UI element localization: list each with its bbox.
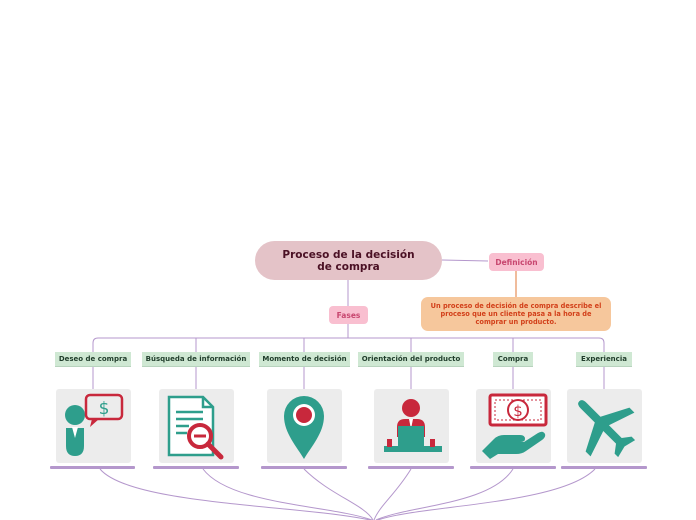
central-topic[interactable]: Proceso de la decisión de compra — [255, 241, 442, 280]
document-magnifier-icon — [167, 395, 224, 460]
definition-text: Un proceso de decisión de compra describ… — [430, 301, 602, 327]
card-shelf — [261, 466, 347, 469]
definition-node[interactable]: Definición — [489, 253, 544, 271]
central-topic-line1: Proceso de la decisión — [282, 248, 415, 261]
definition-label: Definición — [495, 257, 538, 267]
person-money-bubble-icon: $ — [65, 393, 124, 456]
person-at-laptop-icon — [384, 399, 442, 452]
phase-momento-de-decision[interactable]: Momento de decisión — [259, 352, 350, 367]
orientacion-del-producto-card[interactable] — [374, 389, 449, 463]
phase-compra[interactable]: Compra — [493, 352, 533, 367]
phase-label: Momento de decisión — [262, 355, 347, 363]
definition-text-box[interactable]: Un proceso de decisión de compra describ… — [421, 297, 611, 331]
airplane-icon — [578, 400, 636, 458]
card-shelf — [368, 466, 454, 469]
fases-node[interactable]: Fases — [329, 306, 368, 324]
phase-orientacion-del-producto[interactable]: Orientación del producto — [358, 352, 464, 367]
phase-deseo-de-compra[interactable]: Deseo de compra — [55, 352, 131, 367]
fases-label: Fases — [336, 310, 361, 320]
phase-label: Orientación del producto — [361, 355, 461, 363]
map-pin-icon — [284, 396, 324, 459]
momento-de-decision-card[interactable] — [267, 389, 342, 463]
central-topic-line2: de compra — [317, 260, 380, 273]
busqueda-de-informacion-card[interactable] — [159, 389, 234, 463]
phase-experiencia[interactable]: Experiencia — [576, 352, 632, 367]
phase-label: Búsqueda de información — [145, 355, 247, 363]
compra-card[interactable]: $ — [476, 389, 551, 463]
phase-busqueda-de-informacion[interactable]: Búsqueda de información — [142, 352, 250, 367]
svg-text:$: $ — [513, 402, 523, 420]
card-shelf — [153, 466, 239, 469]
card-shelf — [470, 466, 556, 469]
phase-label: Experiencia — [581, 355, 627, 363]
card-shelf — [50, 466, 135, 469]
hand-money-icon: $ — [482, 393, 548, 459]
deseo-de-compra-card[interactable]: $ — [56, 389, 131, 463]
svg-text:$: $ — [99, 399, 110, 419]
phase-label: Deseo de compra — [58, 355, 128, 363]
experiencia-card[interactable] — [567, 389, 642, 463]
card-shelf — [561, 466, 647, 469]
phase-label: Compra — [497, 355, 529, 363]
